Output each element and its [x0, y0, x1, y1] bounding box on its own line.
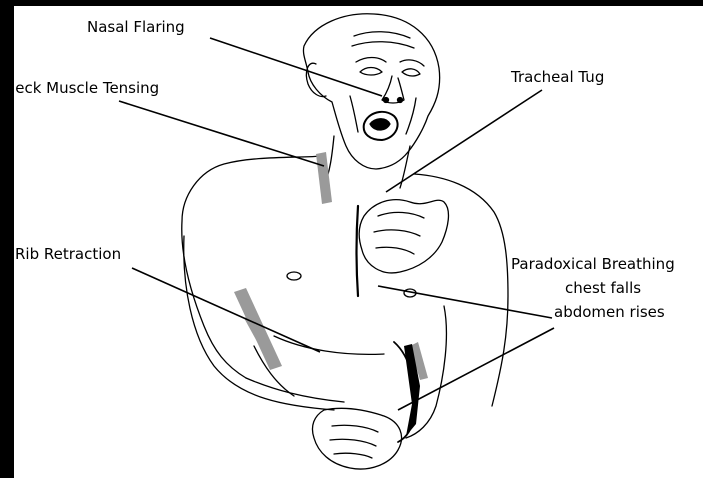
label-abdomen-rises: abdomen rises [554, 303, 665, 321]
label-nasal-flaring: Nasal Flaring [87, 18, 185, 36]
nostril [398, 98, 403, 103]
forehead-wrinkle [354, 32, 410, 38]
left-eye [360, 68, 382, 76]
label-chest-falls: chest falls [565, 279, 641, 297]
leader-chest-falls [378, 286, 552, 318]
label-tracheal-tug: Tracheal Tug [511, 68, 604, 86]
upper-hand [359, 200, 448, 273]
forehead-wrinkle [352, 42, 414, 48]
finger [376, 247, 414, 254]
left-forearm [246, 378, 344, 402]
cheek-line [406, 98, 416, 134]
illustration-canvas: Nasal Flaring Neck Muscle Tensing Trache… [14, 6, 703, 478]
mouth-inner [370, 119, 390, 130]
finger [332, 425, 378, 432]
right-eye [402, 69, 420, 76]
cheek-line [350, 96, 358, 132]
nostril [384, 98, 389, 103]
finger [334, 453, 372, 458]
left-brow [356, 58, 386, 63]
label-rib-retraction: Rib Retraction [15, 245, 121, 263]
right-shoulder [414, 174, 508, 406]
finger [378, 212, 424, 218]
left-nipple [287, 272, 301, 280]
right-brow [400, 60, 424, 66]
label-neck-muscle-tensing: Neck Muscle Tensing [4, 79, 159, 97]
sternum [357, 206, 359, 296]
leader-nasal-flaring [210, 38, 382, 96]
finger [330, 439, 376, 446]
label-paradoxical-breathing: Paradoxical Breathing [511, 255, 675, 273]
head-outline [303, 14, 439, 169]
finger [374, 230, 420, 236]
leader-rib-retraction [132, 268, 320, 352]
leader-tracheal-tug [386, 90, 542, 192]
leader-neck-muscle [119, 101, 324, 166]
ear-outline [306, 63, 326, 96]
neck-shading [316, 152, 332, 204]
lower-hand [312, 408, 401, 469]
